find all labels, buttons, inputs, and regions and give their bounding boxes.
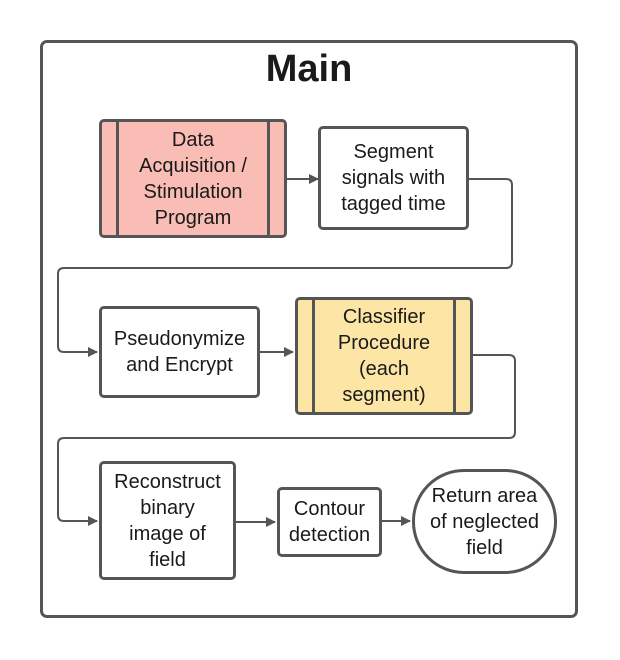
node-contour-detection: Contour detection xyxy=(277,487,382,557)
node-contour-detection-label: Contour detection xyxy=(288,498,371,546)
edge-segment-to-pseudonymize xyxy=(57,178,513,357)
node-classifier-procedure: Classifier Procedure (each segment) xyxy=(295,297,473,415)
node-data-acquisition-label: Data Acquisition / Stimulation Program xyxy=(139,128,247,229)
node-reconstruct-image-label: Reconstruct binary image of field xyxy=(114,470,221,571)
node-return-area-label: Return area of neglected field xyxy=(430,484,539,559)
node-data-acquisition: Data Acquisition / Stimulation Program xyxy=(99,119,287,238)
node-pseudonymize: Pseudonymize and Encrypt xyxy=(99,306,260,398)
node-segment-signals-label: Segment signals with tagged time xyxy=(341,141,446,215)
node-return-area: Return area of neglected field xyxy=(412,469,557,574)
main-frame xyxy=(40,40,578,618)
node-segment-signals: Segment signals with tagged time xyxy=(318,126,469,230)
node-classifier-procedure-label: Classifier Procedure (each segment) xyxy=(337,306,431,406)
node-reconstruct-image: Reconstruct binary image of field xyxy=(99,461,236,580)
node-pseudonymize-label: Pseudonymize and Encrypt xyxy=(113,328,246,376)
diagram-title: Main xyxy=(265,48,353,90)
edge-classifier-to-reconstruct xyxy=(57,354,516,526)
